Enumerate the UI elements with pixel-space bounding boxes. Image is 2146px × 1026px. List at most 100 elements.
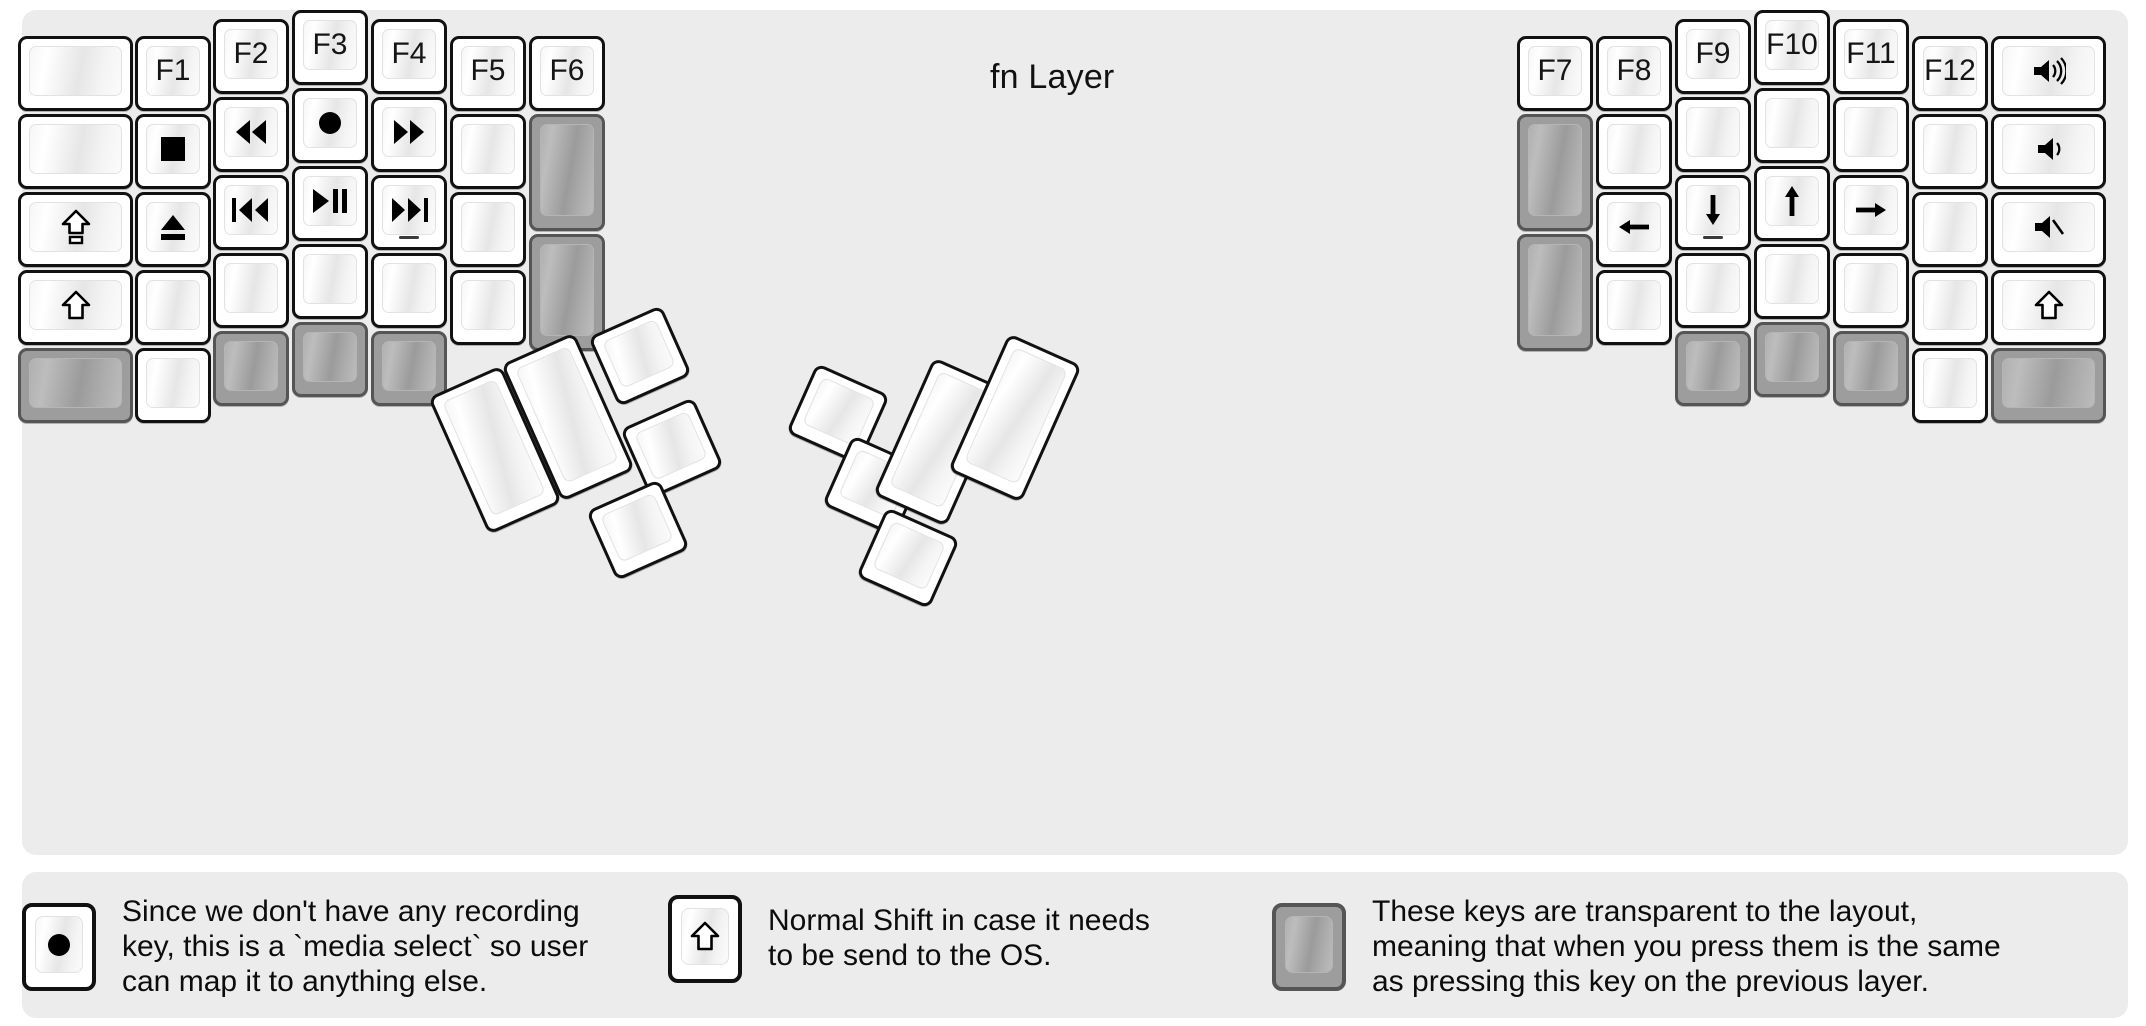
keycap-col-middle-r5[interactable]	[292, 322, 368, 397]
keycap-face	[1923, 124, 1977, 174]
keycap-col-inner-extra-r1[interactable]: F6	[529, 36, 605, 111]
keycap-col-pinky-outer-r5[interactable]	[18, 348, 133, 423]
keycap-col-ring-r1[interactable]: F11	[1833, 19, 1909, 94]
keycap-col-middle-r4[interactable]	[292, 244, 368, 319]
keycap-face	[382, 185, 436, 235]
keycap-col-pinky-r5[interactable]	[135, 348, 211, 423]
keycap-col-pinky-r4[interactable]	[135, 270, 211, 345]
keycap-col-ring-r2[interactable]	[1833, 97, 1909, 172]
keycap-col-inner-extra-r3[interactable]	[1517, 234, 1593, 351]
keycap-face	[872, 520, 946, 591]
keycap-col-middle-r3[interactable]	[1754, 166, 1830, 241]
keycap-face	[634, 410, 708, 481]
keycap-col-index-r3[interactable]	[371, 175, 447, 250]
keycap-col-pinky-r1[interactable]: F1	[135, 36, 211, 111]
keycap-face: F11	[1844, 29, 1898, 79]
keycap-label: F10	[1766, 28, 1818, 61]
keycap-face	[146, 202, 200, 252]
keycap-label: F8	[1616, 54, 1652, 87]
keycap-col-pinky-r1[interactable]: F12	[1912, 36, 1988, 111]
keycap-col-index-r3[interactable]	[1675, 175, 1751, 250]
keycap-col-ring-r2[interactable]	[213, 97, 289, 172]
keycap-face: F12	[1923, 46, 1977, 96]
keycap-col-ring-r4[interactable]	[1833, 253, 1909, 328]
shift-icon	[690, 921, 720, 952]
keycap-col-index-r1[interactable]: F9	[1675, 19, 1751, 94]
keycap-col-index-r2[interactable]	[1675, 97, 1751, 172]
keycap-face: F10	[1765, 20, 1819, 70]
keycap-col-pinky-outer-r3[interactable]	[18, 192, 133, 267]
keycap-face	[540, 124, 594, 216]
keycap-col-middle-r2[interactable]	[292, 88, 368, 163]
keycap-face	[303, 176, 357, 226]
fast-forward-icon	[391, 117, 427, 147]
keycap-label: F2	[233, 37, 269, 70]
keycap-col-index-r4[interactable]	[371, 253, 447, 328]
keycap-face	[146, 124, 200, 174]
keycap-col-middle-r2[interactable]	[1754, 88, 1830, 163]
stop-icon	[158, 134, 188, 164]
keycap-label: F3	[312, 28, 348, 61]
keycap-label: F9	[1695, 37, 1731, 70]
keycap-col-pinky-outer-r1[interactable]	[18, 36, 133, 111]
keycap-col-index-inner-r2[interactable]	[1596, 114, 1672, 189]
keycap-col-index-r5[interactable]	[1675, 331, 1751, 406]
keycap-col-index-inner-r4[interactable]	[450, 270, 526, 345]
keycap-col-pinky-r4[interactable]	[1912, 270, 1988, 345]
keycap-col-pinky-outer-r3[interactable]	[1991, 192, 2106, 267]
keycap-face: F6	[540, 46, 594, 96]
keycap-col-index-inner-r3[interactable]	[1596, 192, 1672, 267]
legend-description: Normal Shift in case it needs to be send…	[768, 904, 1150, 972]
keycap-face	[1686, 341, 1740, 391]
keycap-col-pinky-outer-r1[interactable]	[1991, 36, 2106, 111]
keycap-face	[1607, 202, 1661, 252]
keycap-col-pinky-outer-r4[interactable]	[1991, 270, 2106, 345]
keycap-col-index-inner-r1[interactable]: F5	[450, 36, 526, 111]
keycap-face	[1765, 254, 1819, 304]
arrow-right-icon	[1854, 195, 1888, 225]
keycap-col-middle-r5[interactable]	[1754, 322, 1830, 397]
keycap-face: F8	[1607, 46, 1661, 96]
keycap-col-pinky-r5[interactable]	[1912, 348, 1988, 423]
shift-icon	[61, 290, 91, 321]
keycap-col-ring-r3[interactable]	[213, 175, 289, 250]
keycap-col-index-r4[interactable]	[1675, 253, 1751, 328]
keycap-col-ring-r5[interactable]	[213, 331, 289, 406]
keycap-col-index-r2[interactable]	[371, 97, 447, 172]
keycap-col-pinky-outer-r2[interactable]	[1991, 114, 2106, 189]
keycap-col-ring-r1[interactable]: F2	[213, 19, 289, 94]
keycap-col-inner-extra-r1[interactable]: F7	[1517, 36, 1593, 111]
keycap-col-pinky-r2[interactable]	[135, 114, 211, 189]
keycap-col-ring-r3[interactable]	[1833, 175, 1909, 250]
keycap-col-ring-r5[interactable]	[1833, 331, 1909, 406]
keycap-col-middle-r1[interactable]: F3	[292, 10, 368, 85]
keycap-col-index-inner-r3[interactable]	[450, 192, 526, 267]
keycap-col-index-inner-r1[interactable]: F8	[1596, 36, 1672, 111]
keycap-face	[2002, 280, 2095, 330]
keycap-col-pinky-outer-r2[interactable]	[18, 114, 133, 189]
keycap-col-pinky-r3[interactable]	[1912, 192, 1988, 267]
keycap-col-inner-extra-r2[interactable]	[1517, 114, 1593, 231]
keycap-face	[1686, 185, 1740, 235]
keycap-col-index-r5[interactable]	[371, 331, 447, 406]
keycap-col-pinky-r3[interactable]	[135, 192, 211, 267]
keycap-col-index-inner-r2[interactable]	[450, 114, 526, 189]
keycap-face	[1607, 124, 1661, 174]
keycap-label: F5	[470, 54, 506, 87]
keycap-col-middle-r1[interactable]: F10	[1754, 10, 1830, 85]
keycap-col-ring-r4[interactable]	[213, 253, 289, 328]
keycap-col-middle-r3[interactable]	[292, 166, 368, 241]
keycap-col-inner-extra-r3[interactable]	[529, 234, 605, 351]
keycap-col-index-r1[interactable]: F4	[371, 19, 447, 94]
eject-icon	[158, 212, 188, 243]
keycap-col-pinky-outer-r4[interactable]	[18, 270, 133, 345]
keycap-col-middle-r4[interactable]	[1754, 244, 1830, 319]
keycap-col-inner-extra-r2[interactable]	[529, 114, 605, 231]
keycap-face: F1	[146, 46, 200, 96]
legend-item-2: Normal Shift in case it needs to be send…	[668, 895, 1150, 983]
keycap-face	[224, 107, 278, 157]
keycap-col-index-inner-r4[interactable]	[1596, 270, 1672, 345]
keycap-face	[1765, 332, 1819, 382]
keycap-col-pinky-outer-r5[interactable]	[1991, 348, 2106, 423]
keycap-col-pinky-r2[interactable]	[1912, 114, 1988, 189]
